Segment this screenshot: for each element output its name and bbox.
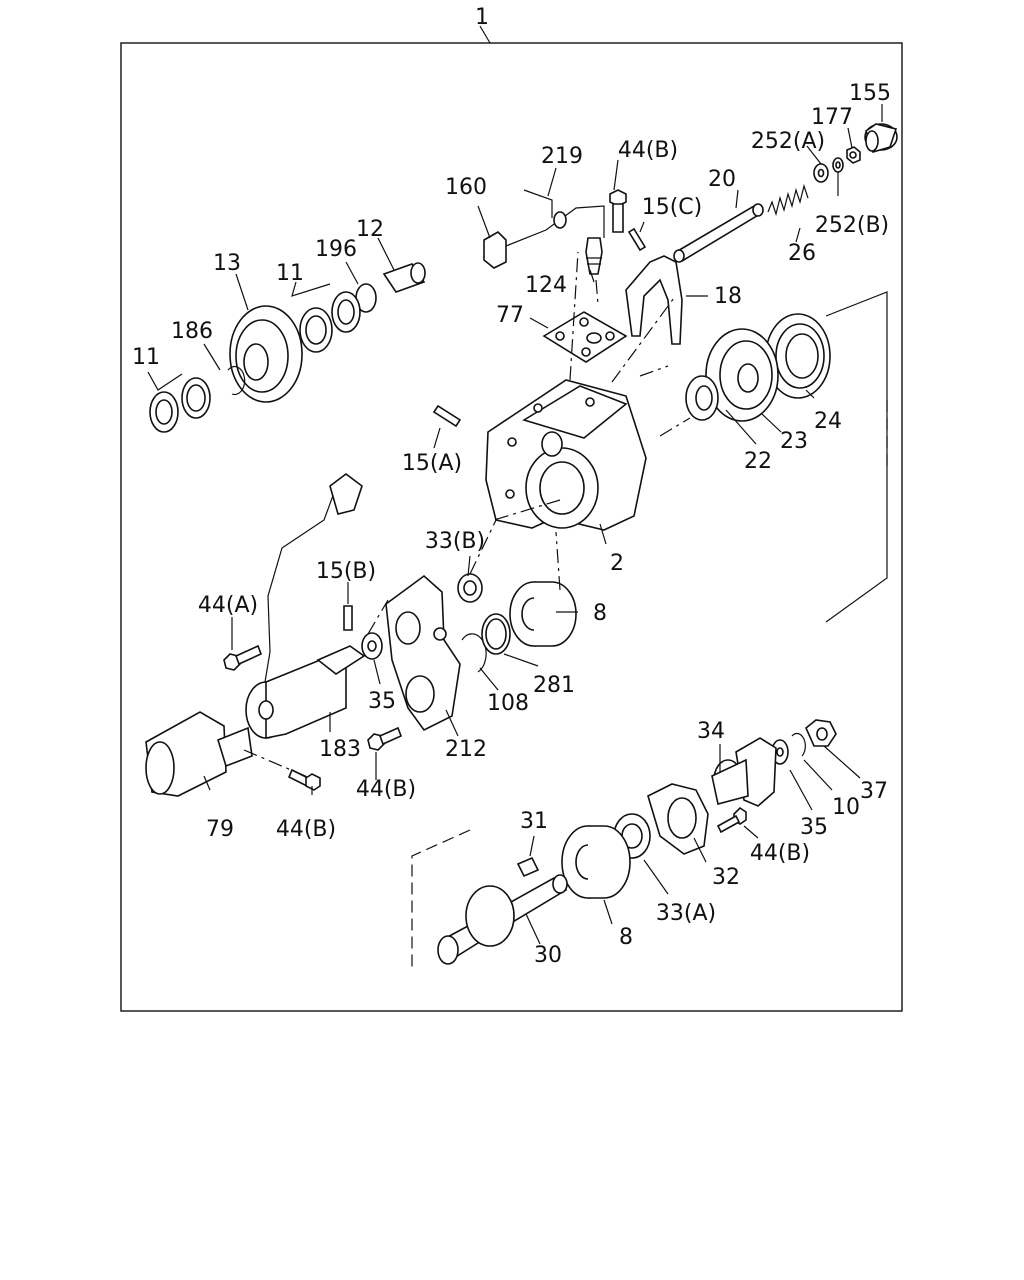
callout-44-b-right: 44(B): [750, 841, 810, 866]
bearing-8-low: [561, 825, 631, 899]
washer-252-a: [813, 163, 829, 183]
callout-18: 18: [714, 284, 742, 309]
callout-11-mid: 11: [276, 261, 304, 286]
bearing-11-mid: [299, 291, 361, 353]
sensor-connector-160: [483, 189, 605, 269]
assembly-number: 1: [475, 5, 489, 30]
bolt-44-b-right: [716, 806, 747, 834]
callout-15-b: 15(B): [316, 559, 376, 584]
washer-22: [685, 375, 719, 421]
reference-line: [243, 251, 691, 779]
callout-44-b-low: 44(B): [276, 817, 336, 842]
gear-23: [705, 328, 779, 422]
callout-177: 177: [811, 105, 853, 130]
callout-186: 186: [171, 319, 213, 344]
callout-20: 20: [708, 167, 736, 192]
callout-37: 37: [860, 779, 888, 804]
callout-219: 219: [541, 144, 583, 169]
flange-34: [711, 737, 777, 807]
bushing-155: [864, 123, 898, 153]
washer-33-b: [457, 573, 483, 603]
sleeve-24: [765, 313, 831, 399]
snap-ring-186: [227, 365, 246, 396]
callout-12: 12: [356, 217, 384, 242]
callout-8-low: 8: [619, 925, 633, 950]
switch-124: [585, 237, 603, 275]
callout-124: 124: [525, 273, 567, 298]
callout-44-a: 44(A): [198, 593, 258, 618]
callout-15-c: 15(C): [642, 195, 703, 220]
callout-23: 23: [780, 429, 808, 454]
callout-2: 2: [610, 551, 624, 576]
bolt-44-b-low: [287, 768, 321, 791]
callout-196: 196: [315, 237, 357, 262]
retainer-32: [647, 783, 709, 855]
callout-32: 32: [712, 865, 740, 890]
key-31: [516, 856, 540, 878]
callout-252-b: 252(B): [815, 213, 889, 238]
callout-15-a: 15(A): [402, 451, 462, 476]
assembly-frame: [120, 42, 903, 1012]
callout-31: 31: [520, 809, 548, 834]
callout-160: 160: [445, 175, 487, 200]
gear-13: [229, 305, 303, 403]
washer-35-left: [361, 632, 383, 660]
ring-281: [481, 613, 511, 655]
callout-30: 30: [534, 943, 562, 968]
assembly-leader: [479, 25, 491, 44]
motor-183: [245, 645, 366, 739]
nut-37: [805, 719, 837, 747]
shift-rod-20: [673, 203, 764, 263]
leader-lines: [147, 104, 883, 945]
bolt-44-a: [223, 644, 263, 671]
callout-281: 281: [533, 673, 575, 698]
pin-15-b: [343, 605, 353, 631]
callout-35-left: 35: [368, 689, 396, 714]
callout-183: 183: [319, 737, 361, 762]
cover-plate-77: [542, 311, 628, 363]
callout-35-right: 35: [800, 815, 828, 840]
shift-fork-18: [625, 255, 683, 345]
callout-44-b-top: 44(B): [618, 138, 678, 163]
callout-34: 34: [697, 719, 725, 744]
spring-26: [767, 183, 809, 217]
callout-44-b-mid: 44(B): [356, 777, 416, 802]
bracket-lower-left: [411, 829, 471, 968]
callout-252-a: 252(A): [751, 129, 825, 154]
bolt-44-b-top: [609, 189, 627, 233]
nut-177: [846, 146, 861, 164]
callout-26: 26: [788, 241, 816, 266]
pin-12: [382, 262, 426, 293]
callout-22: 22: [744, 449, 772, 474]
actuator-housing-212: [385, 574, 461, 732]
callout-212: 212: [445, 737, 487, 762]
bolt-44-b-mid: [367, 726, 403, 751]
callout-13: 13: [213, 251, 241, 276]
bearing-8-mid: [509, 581, 577, 647]
callout-79: 79: [206, 817, 234, 842]
pin-15-a: [432, 404, 462, 428]
wire-harness: [261, 473, 363, 701]
callout-155: 155: [849, 81, 891, 106]
washer-252-b: [832, 157, 844, 173]
callout-24: 24: [814, 409, 842, 434]
callout-33-a: 33(A): [656, 901, 716, 926]
callout-11-left: 11: [132, 345, 160, 370]
bearing-11-left: [149, 377, 211, 433]
cover-79: [145, 711, 253, 797]
transfer-case-2: [485, 379, 647, 531]
snap-ring-10: [791, 732, 806, 757]
callout-33-b: 33(B): [425, 529, 485, 554]
callout-108: 108: [487, 691, 529, 716]
callout-8-mid: 8: [593, 601, 607, 626]
pin-15-c: [627, 227, 647, 252]
callout-10: 10: [832, 795, 860, 820]
callout-77: 77: [496, 303, 524, 328]
output-shaft-30: [437, 874, 568, 965]
bracket-right: [825, 291, 888, 623]
